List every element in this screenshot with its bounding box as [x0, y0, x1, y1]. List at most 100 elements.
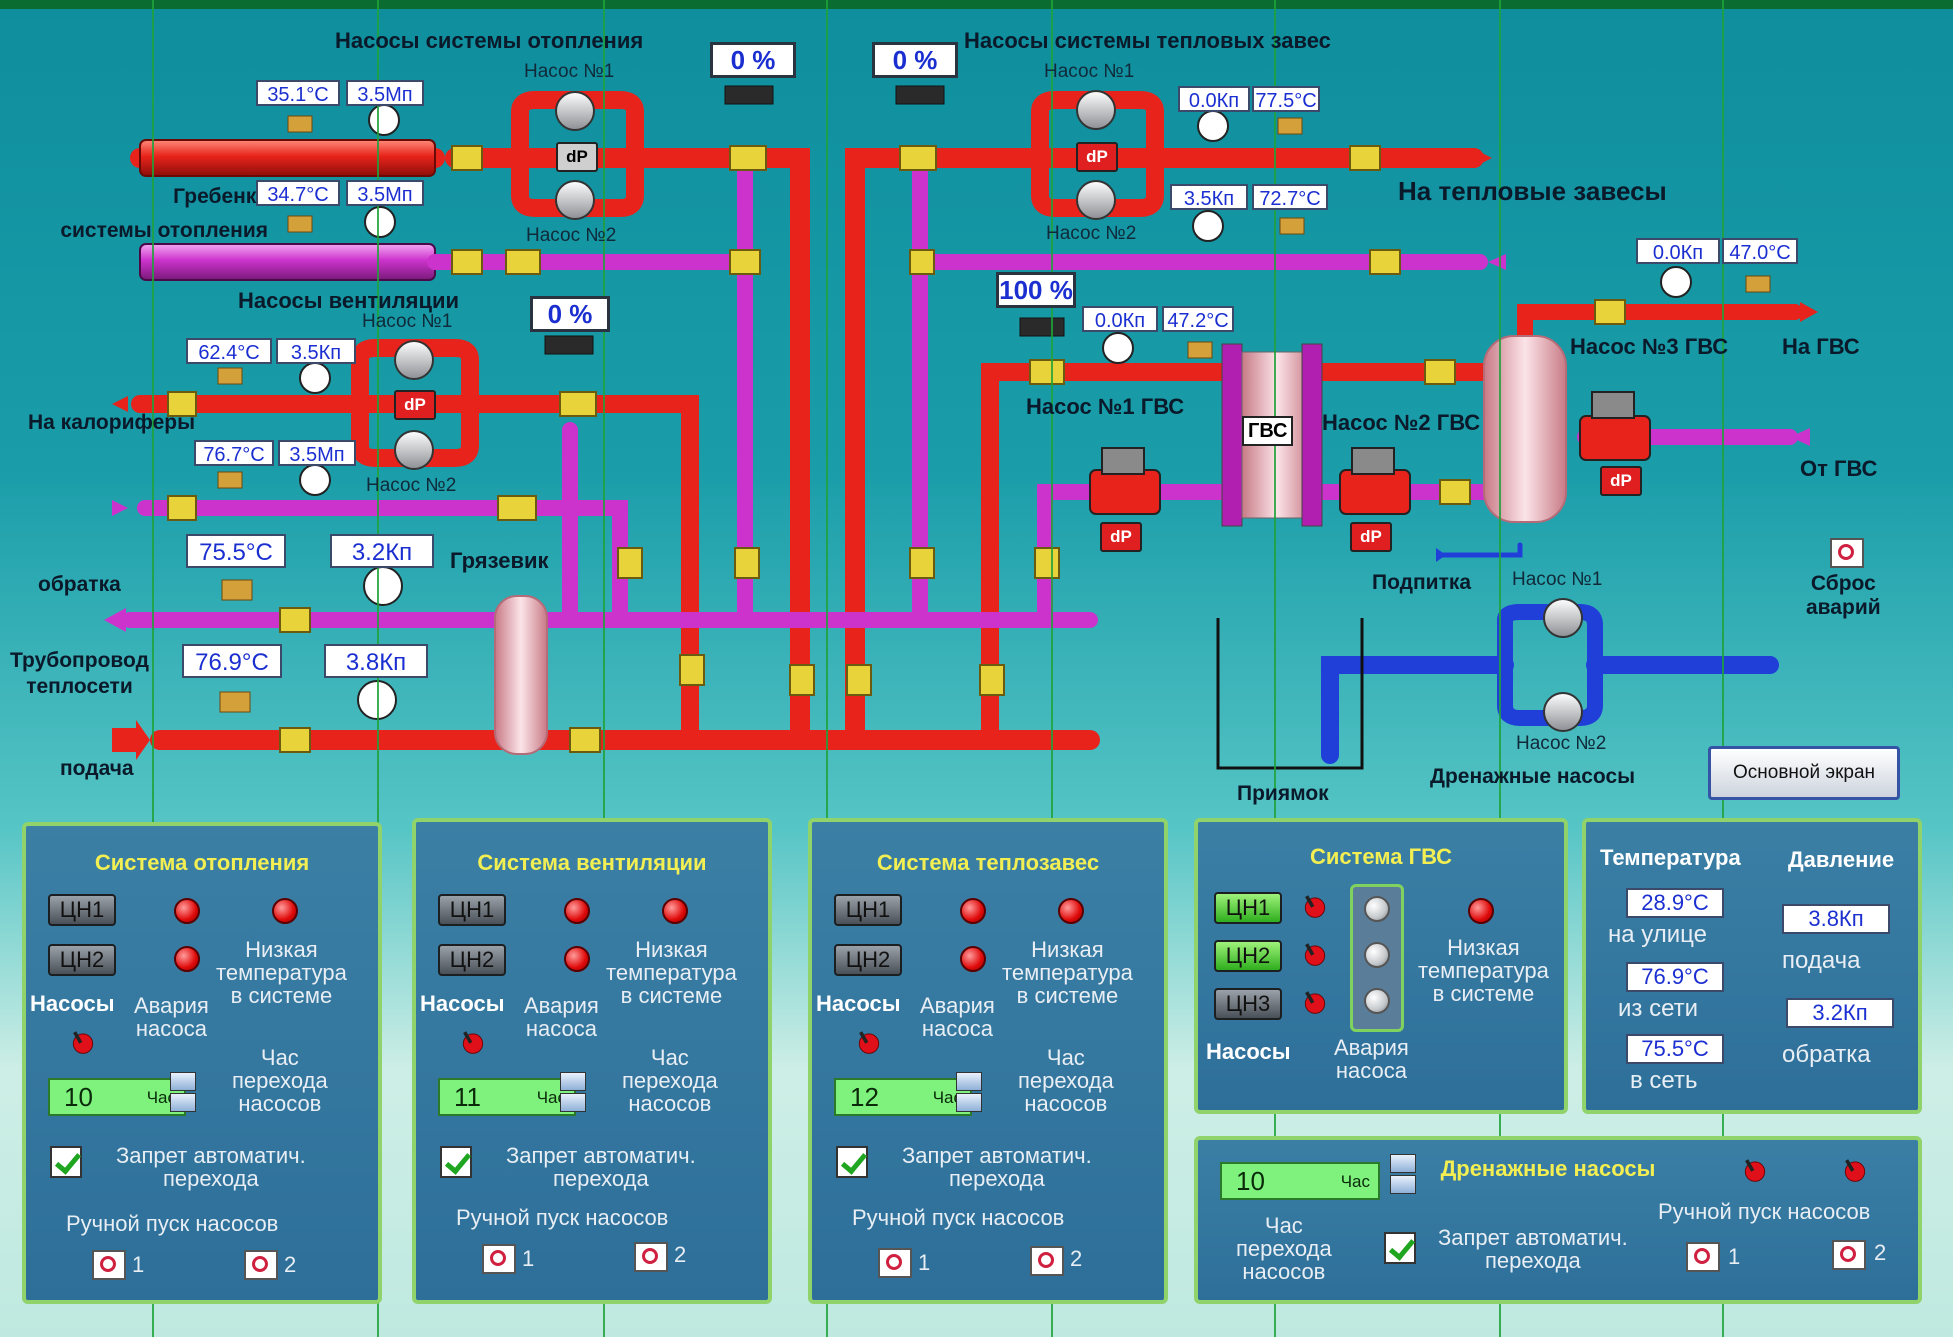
pump-selector-knob[interactable]	[852, 1026, 886, 1056]
manual-start-2-button[interactable]	[244, 1250, 278, 1280]
drain-pump1-knob[interactable]	[1738, 1154, 1772, 1184]
pump3-selector-knob[interactable]	[1298, 986, 1332, 1016]
low-temp-label: Низкая температура в системе	[1002, 937, 1133, 1009]
hws-primary-press: 0.0Кп	[1082, 306, 1158, 332]
pump-ch2-button[interactable]: ЦН2	[1214, 940, 1282, 972]
to-heaters-label: На калориферы	[28, 411, 196, 434]
drain-pump1-label: Насос №1	[1512, 569, 1603, 590]
reset-alarms-button[interactable]	[1830, 538, 1864, 568]
manual-start-2-button[interactable]	[1030, 1246, 1064, 1276]
pump-alarm-label: Авария насоса	[920, 993, 995, 1042]
panel-title: Дренажные насосы	[1440, 1156, 1656, 1181]
drain-panel: Дренажные насосы 10 Час Час перехода нас…	[1194, 1136, 1922, 1304]
hws-pump1-dp-indicator: dP	[1100, 522, 1142, 552]
curtains-panel: Система теплозавес ЦН1 ЦН2 Насосы Авария…	[808, 818, 1168, 1304]
pump-ch1-button[interactable]: ЦН1	[1214, 892, 1282, 924]
pumps-label: Насосы	[30, 991, 115, 1016]
pump-alarm-label: Авария насоса	[134, 993, 209, 1042]
auto-switch-lock-checkbox[interactable]	[836, 1146, 868, 1178]
manual-start-1-label: 1	[918, 1250, 931, 1275]
hour-value: 10	[64, 1082, 93, 1112]
hour-switch-label: Час перехода насосов	[1018, 1045, 1114, 1117]
curtain-pump1-label: Насос №1	[1044, 61, 1135, 82]
pump-ch3-button[interactable]: ЦН3	[1214, 988, 1282, 1020]
drain-pump2-knob[interactable]	[1838, 1154, 1872, 1184]
vent-supply-press: 3.5Кп	[276, 338, 356, 364]
from-hws-label: От ГВС	[1800, 456, 1878, 481]
top-border	[0, 0, 1953, 9]
pump2-selector-knob[interactable]	[1298, 938, 1332, 968]
pump-ch2-button[interactable]: ЦН2	[48, 944, 116, 976]
low-temp-lamp	[1468, 898, 1494, 924]
from-net-temp-label: из сети	[1618, 995, 1699, 1022]
hour-unit: Час	[932, 1088, 962, 1107]
hour-switch-label: Час перехода насосов	[1236, 1213, 1332, 1285]
hws-valve-percent: 100 %	[996, 272, 1076, 308]
heating-supply-temp: 35.1°C	[256, 80, 340, 106]
pump-ch1-button[interactable]: ЦН1	[834, 894, 902, 926]
mud-trap-label: Грязевик	[450, 548, 549, 573]
hour-value-field[interactable]: 10 Час	[48, 1078, 186, 1116]
manual-start-1-button[interactable]	[1686, 1242, 1720, 1272]
outdoor-temp-label: на улице	[1608, 921, 1707, 948]
grid-line	[603, 0, 605, 1337]
auto-switch-lock-checkbox[interactable]	[1384, 1232, 1416, 1264]
heating-pump1-label: Насос №1	[524, 61, 615, 82]
hour-switch-label: Час перехода насосов	[622, 1045, 718, 1117]
hour-spinner[interactable]	[170, 1072, 196, 1112]
return-press-label: обратка	[1782, 1041, 1871, 1068]
curtain-supply-press: 0.0Кп	[1178, 86, 1250, 112]
manual-start-1-button[interactable]	[482, 1244, 516, 1274]
grid-line	[1499, 0, 1501, 1337]
hour-value-field[interactable]: 10 Час	[1220, 1162, 1380, 1200]
grid-line	[1722, 0, 1724, 1337]
manual-start-1-label: 1	[522, 1246, 535, 1271]
hour-value: 10	[1236, 1166, 1265, 1196]
pit-label: Приямок	[1237, 782, 1329, 805]
vent-pump1-label: Насос №1	[362, 311, 453, 332]
main-screen-button[interactable]: Основной экран	[1708, 746, 1900, 800]
temperature-title: Температура	[1600, 845, 1741, 870]
hour-value-field[interactable]: 12 Час	[834, 1078, 972, 1116]
vent-pump2-label: Насос №2	[366, 475, 457, 496]
hws-out-temp: 47.0°C	[1722, 238, 1798, 264]
pump-ch2-button[interactable]: ЦН2	[438, 944, 506, 976]
pump-ch1-button[interactable]: ЦН1	[438, 894, 506, 926]
auto-switch-lock-label: Запрет автоматич. перехода	[902, 1143, 1092, 1192]
pump-selector-knob[interactable]	[66, 1026, 100, 1056]
pump1-selector-knob[interactable]	[1298, 890, 1332, 920]
pump-ch1-button[interactable]: ЦН1	[48, 894, 116, 926]
hour-spinner[interactable]	[1390, 1154, 1416, 1194]
pumps-label: Насосы	[816, 991, 901, 1016]
manifold-label: Гребенка системы отопления	[60, 185, 268, 242]
panel-title: Система вентиляции	[477, 850, 707, 875]
network-label: Трубопровод теплосети	[10, 649, 149, 698]
outdoor-temp-value: 28.9°C	[1626, 888, 1724, 918]
pump1-alarm-lamp	[960, 898, 986, 924]
hour-value-field[interactable]: 11 Час	[438, 1078, 576, 1116]
manual-start-2-label: 2	[284, 1252, 297, 1277]
vent-valve-percent: 0 %	[530, 296, 610, 332]
manual-start-2-button[interactable]	[1832, 1240, 1866, 1270]
from-net-temp-value: 76.9°C	[1626, 962, 1724, 992]
hws-out-press: 0.0Кп	[1636, 238, 1720, 264]
vent-return-temp: 76.7°C	[194, 440, 274, 466]
hour-spinner[interactable]	[560, 1072, 586, 1112]
manual-start-2-button[interactable]	[634, 1242, 668, 1272]
grid-line	[1051, 0, 1053, 1337]
pump-selector-knob[interactable]	[456, 1026, 490, 1056]
manual-start-1-button[interactable]	[92, 1250, 126, 1280]
low-temp-lamp	[272, 898, 298, 924]
manual-start-1-button[interactable]	[878, 1248, 912, 1278]
curtain-return-temp: 72.7°C	[1252, 184, 1328, 210]
auto-switch-lock-checkbox[interactable]	[440, 1146, 472, 1178]
heat-exchanger-label: ГВС	[1242, 416, 1294, 446]
hws-pump2-label: Насос №2 ГВС	[1322, 410, 1481, 435]
pressure-title: Давление	[1788, 847, 1895, 872]
auto-switch-lock-checkbox[interactable]	[50, 1146, 82, 1178]
pump-ch2-button[interactable]: ЦН2	[834, 944, 902, 976]
hour-spinner[interactable]	[956, 1072, 982, 1112]
panel-title: Система теплозавес	[876, 850, 1100, 875]
